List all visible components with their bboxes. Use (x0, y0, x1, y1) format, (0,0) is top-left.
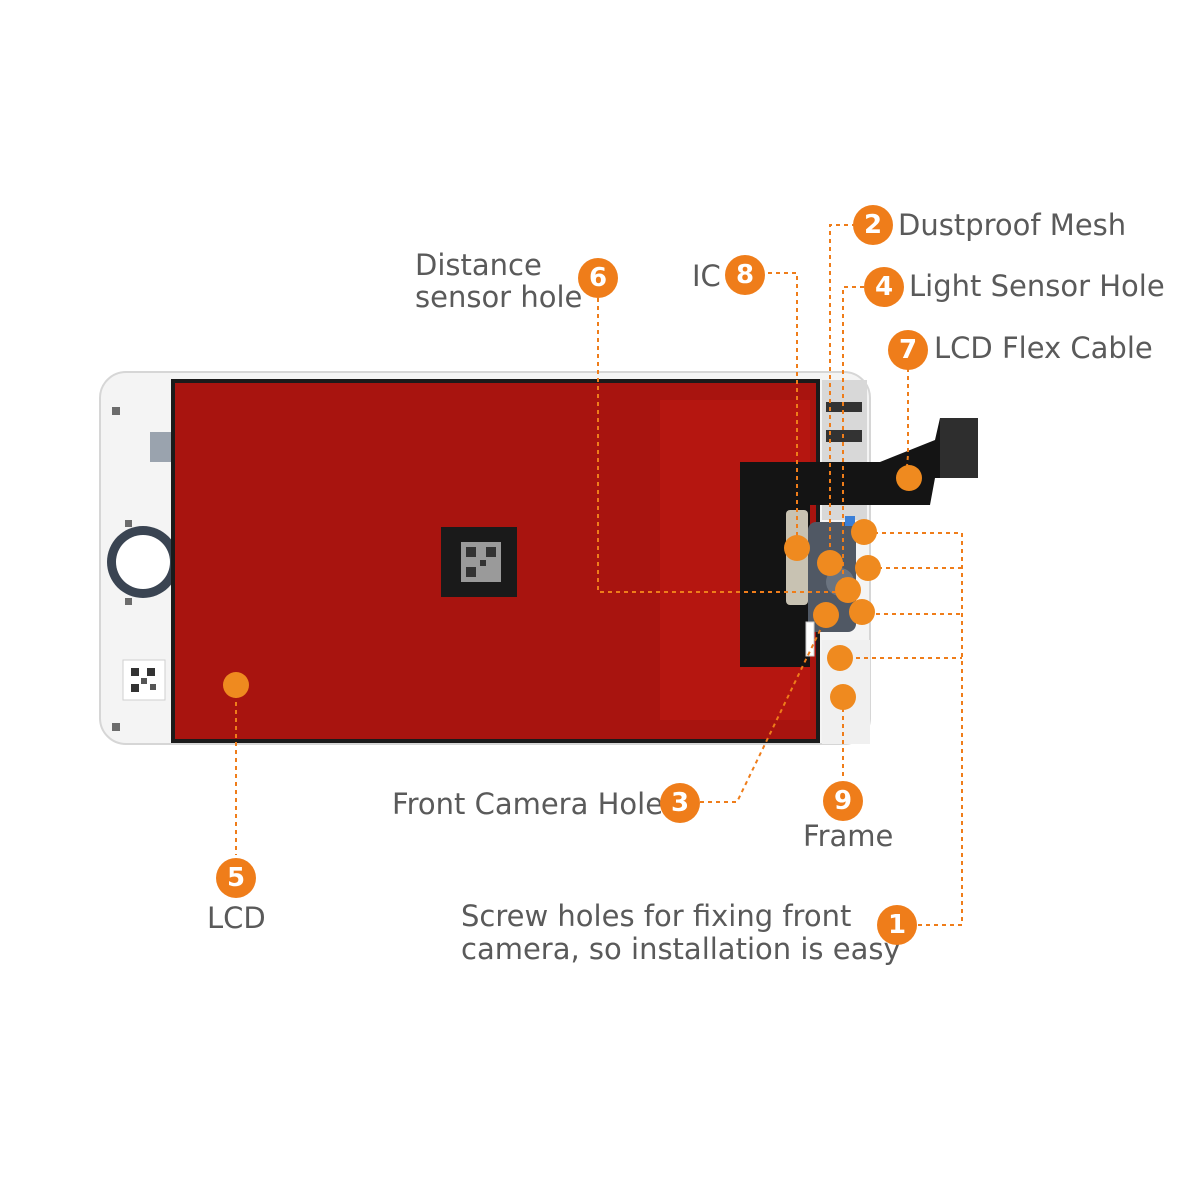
callout-label-screw-holes-line2: camera, so installation is easy (461, 932, 901, 966)
callout-badge-5: 5 (216, 858, 256, 898)
callout-label-lcd-flex-cable: LCD Flex Cable (934, 331, 1153, 365)
callout-badge-4: 4 (864, 267, 904, 307)
callout-badge-6: 6 (578, 258, 618, 298)
leader-1 (866, 532, 963, 926)
leader-6 (597, 298, 850, 593)
dot-screw-1 (851, 519, 877, 545)
home-button-bracket (107, 526, 179, 598)
dot-flex-cable (896, 465, 922, 491)
dot-screw-3 (849, 599, 875, 625)
callout-label-lcd: LCD (207, 901, 266, 935)
callout-badge-1: 1 (877, 905, 917, 945)
dot-frame (830, 684, 856, 710)
callout-label-light-sensor-hole: Light Sensor Hole (909, 269, 1165, 303)
highlight-dots (223, 465, 922, 710)
callout-label-frame: Frame (803, 819, 894, 853)
dot-screw-4 (827, 645, 853, 671)
dot-ic (784, 535, 810, 561)
dot-light-sensor (835, 577, 861, 603)
dot-lcd (223, 672, 249, 698)
callout-label-ic: IC (692, 259, 721, 293)
callout-badge-2: 2 (853, 205, 893, 245)
dot-screw-2 (855, 555, 881, 581)
callout-label-distance-line1: Distance (415, 248, 542, 282)
callout-label-dustproof-mesh: Dustproof Mesh (898, 208, 1127, 242)
callout-badge-7: 7 (888, 330, 928, 370)
callout-label-front-camera-hole: Front Camera Hole (392, 787, 664, 821)
callout-label-distance-line2: sensor hole (415, 280, 583, 314)
dot-front-camera (813, 602, 839, 628)
callout-badge-8: 8 (725, 255, 765, 295)
callout-label-screw-holes-line1: Screw holes for fixing front (461, 899, 852, 933)
center-qr-sticker (441, 527, 517, 597)
frame-qr-sticker (122, 659, 166, 701)
leader-2 (829, 224, 872, 560)
callout-badge-9: 9 (823, 781, 863, 821)
callout-badge-3: 3 (660, 783, 700, 823)
leader-8 (768, 272, 798, 548)
dot-dustproof-mesh (817, 550, 843, 576)
